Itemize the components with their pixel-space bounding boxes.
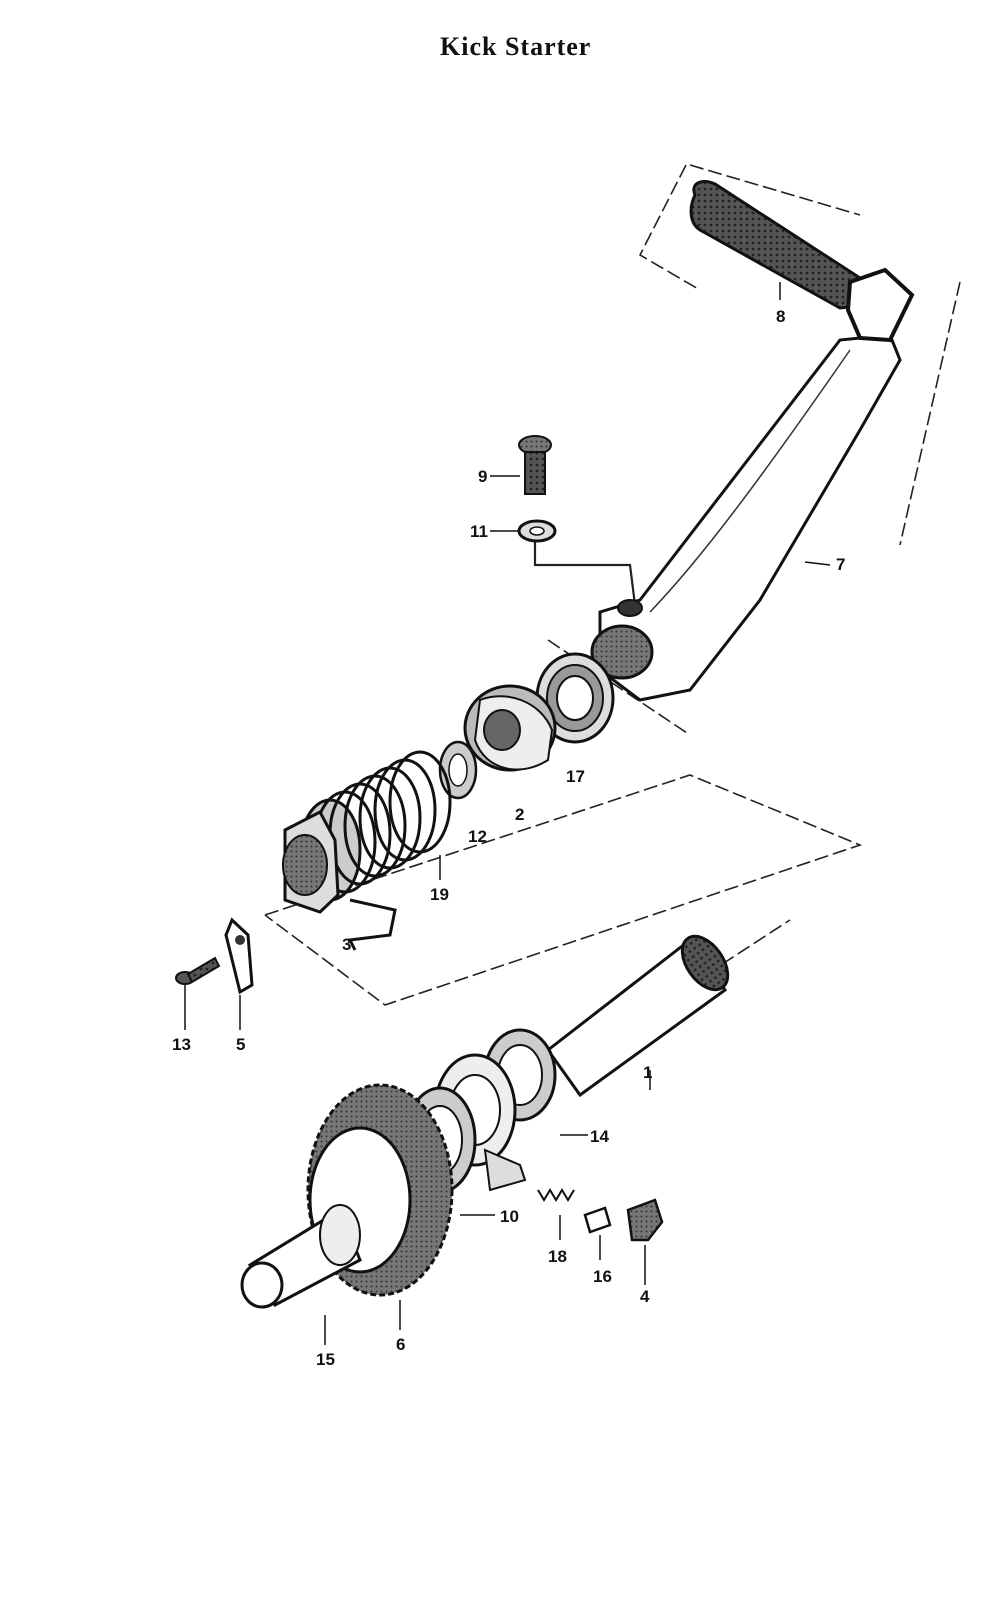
leader-lines bbox=[184, 282, 831, 1345]
part-label-10: 10 bbox=[500, 1207, 519, 1226]
kick-guide bbox=[463, 684, 557, 772]
part-label-19: 19 bbox=[430, 885, 449, 904]
part-label-5: 5 bbox=[236, 1035, 245, 1054]
part-label-14: 14 bbox=[590, 1127, 609, 1146]
part-label-16: 16 bbox=[593, 1267, 612, 1286]
part-label-12: 12 bbox=[468, 827, 487, 846]
pin bbox=[583, 1206, 612, 1234]
part-label-4: 4 bbox=[640, 1287, 650, 1306]
lock-washer bbox=[517, 519, 557, 543]
assembly-guide-lines bbox=[264, 164, 961, 1006]
part-label-2: 2 bbox=[515, 805, 524, 824]
part-label-9: 9 bbox=[478, 467, 487, 486]
spring-guide-ring bbox=[438, 740, 478, 800]
spring-holder bbox=[282, 809, 340, 914]
kick-grip bbox=[689, 180, 915, 343]
diagram-title: Kick Starter bbox=[440, 32, 592, 61]
part-callouts: 1 2 3 4 5 6 7 8 9 10 11 12 13 14 15 16 1… bbox=[172, 307, 845, 1369]
part-label-18: 18 bbox=[548, 1247, 567, 1266]
part-label-17: 17 bbox=[566, 767, 585, 786]
pawl-spring bbox=[537, 1188, 575, 1202]
part-label-15: 15 bbox=[316, 1350, 335, 1369]
screw bbox=[175, 956, 221, 985]
part-label-6: 6 bbox=[396, 1335, 405, 1354]
part-label-3: 3 bbox=[342, 935, 351, 954]
stopper-plate bbox=[224, 917, 254, 995]
part-label-8: 8 bbox=[776, 307, 785, 326]
kick-starter-shaft bbox=[545, 934, 730, 1098]
stopper bbox=[626, 1198, 664, 1242]
kick-arm bbox=[590, 333, 902, 702]
part-label-1: 1 bbox=[643, 1063, 652, 1082]
bolt bbox=[518, 435, 552, 495]
shaft-end bbox=[240, 1204, 362, 1309]
part-label-7: 7 bbox=[836, 555, 845, 574]
part-label-13: 13 bbox=[172, 1035, 191, 1054]
oil-seal bbox=[535, 652, 615, 744]
part-label-11: 11 bbox=[470, 522, 488, 541]
